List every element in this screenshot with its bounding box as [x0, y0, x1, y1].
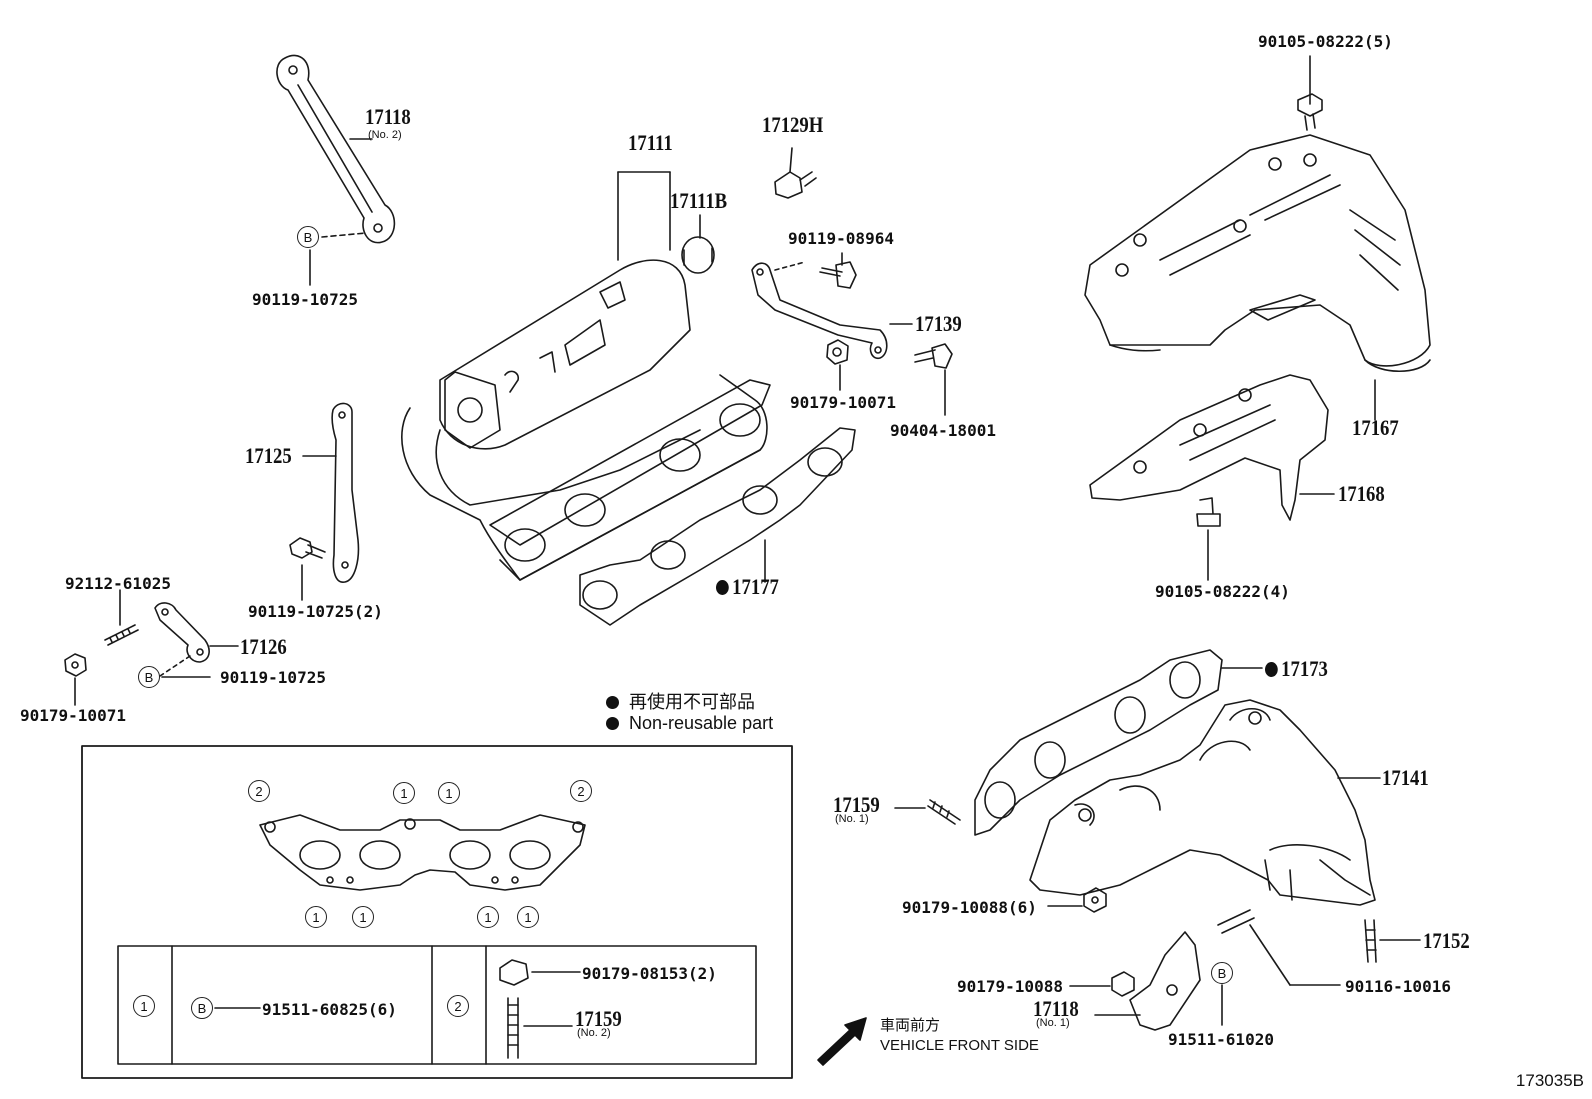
- front-side-en: VEHICLE FRONT SIDE: [880, 1037, 1039, 1054]
- table-marker-1: 1: [133, 995, 155, 1017]
- gasket-17173-drawing: [974, 649, 1223, 836]
- part-90116-10016-label[interactable]: 90116-10016: [1345, 977, 1451, 996]
- part-90119-10725-label[interactable]: 90119-10725: [252, 290, 358, 309]
- bolt-90119-10725-2-drawing: [289, 537, 326, 559]
- part-92112-61025-label[interactable]: 92112-61025: [65, 574, 171, 593]
- heat-insulator-17168-drawing: [1089, 374, 1329, 521]
- vehicle-front-arrow-icon: [817, 1017, 867, 1066]
- legend-dot-icon: [606, 717, 619, 730]
- part-17159-no2-label[interactable]: 17159: [575, 1006, 622, 1031]
- nut-90179-10071-left-drawing: [64, 653, 87, 677]
- bolt-90119-08964-drawing: [819, 261, 857, 289]
- part-91511-61020-label[interactable]: 91511-61020: [1168, 1030, 1274, 1049]
- b-marker: B: [297, 226, 319, 248]
- part-17173-number: 17173: [1281, 656, 1328, 681]
- nut-90179-10088-6-drawing: [1083, 887, 1107, 913]
- legend-en-text: Non-reusable part: [629, 713, 774, 733]
- intake-manifold-drawing: [401, 259, 771, 581]
- b-marker: B: [1211, 962, 1233, 984]
- part-17118-no2-sub: (No. 2): [368, 129, 402, 141]
- front-side-jp: 車両前方: [880, 1017, 941, 1034]
- leader-line: [774, 261, 806, 271]
- fitting-17129h-drawing: [774, 147, 817, 199]
- inset-marker: 1: [517, 906, 539, 928]
- part-17139-label[interactable]: 17139: [915, 311, 962, 336]
- nut-90179-10071-drawing: [826, 339, 849, 365]
- part-90119-08964-label[interactable]: 90119-08964: [788, 229, 894, 248]
- part-17141-label[interactable]: 17141: [1382, 765, 1429, 790]
- inset-marker: 1: [393, 782, 415, 804]
- part-17111-label[interactable]: 17111: [628, 130, 673, 155]
- part-17125-label[interactable]: 17125: [245, 443, 292, 468]
- bolt-90404-18001-drawing: [914, 343, 953, 369]
- part-17177-number: 17177: [732, 574, 779, 599]
- part-17118-no2-label[interactable]: 17118: [365, 104, 411, 129]
- stud-92112-61025-drawing: [104, 624, 139, 646]
- legend-jp: 再使用不可部品: [606, 688, 755, 714]
- part-90179-08153-2-label[interactable]: 90179-08153(2): [582, 964, 717, 983]
- part-17159-no2-sub: (No. 2): [577, 1027, 611, 1039]
- stud-17159-no1-drawing: [927, 799, 961, 825]
- legend-jp-text: 再使用不可部品: [629, 692, 755, 712]
- leader-line: [1249, 924, 1291, 986]
- stud-90116-10016-drawing: [1217, 909, 1255, 934]
- inset-marker: 1: [477, 906, 499, 928]
- part-90179-10071-label[interactable]: 90179-10071: [790, 393, 896, 412]
- stay-17118-no2-drawing: [276, 54, 396, 244]
- heat-insulator-17167-drawing: [1084, 134, 1431, 372]
- part-91511-60825-6-label[interactable]: 91511-60825(6): [262, 1000, 397, 1019]
- part-90119-10725-2-label[interactable]: 90119-10725(2): [248, 602, 383, 621]
- legend-dot-icon: [606, 696, 619, 709]
- b-marker: B: [191, 997, 213, 1019]
- part-90105-08222-5-label[interactable]: 90105-08222(5): [1258, 32, 1393, 51]
- part-17177-label[interactable]: 17177: [716, 574, 779, 600]
- leader-line: [321, 232, 367, 238]
- inset-marker: 2: [570, 780, 592, 802]
- non-reusable-dot-icon: [716, 580, 729, 595]
- inset-marker: 1: [438, 782, 460, 804]
- part-90105-08222-4-label[interactable]: 90105-08222(4): [1155, 582, 1290, 601]
- illustration-reference: 173035B: [1515, 1071, 1584, 1090]
- gasket-17177-drawing: [579, 427, 856, 626]
- stay-17125-drawing: [331, 402, 360, 583]
- nut-90179-10088-drawing: [1111, 971, 1135, 997]
- part-17159-no1-sub: (No. 1): [835, 813, 869, 825]
- hose-17139-drawing: [751, 262, 888, 360]
- bolt-90105-08222-4-drawing: [1196, 497, 1221, 527]
- legend-en: Non-reusable part: [606, 713, 773, 734]
- stay-17118-no1-drawing: [1129, 931, 1201, 1031]
- leader-line: [159, 655, 191, 677]
- exhaust-manifold-drawing: [1029, 699, 1376, 906]
- plug-17111b-drawing: [681, 236, 715, 274]
- part-17168-label[interactable]: 17168: [1338, 481, 1385, 506]
- part-90179-10071-b-label[interactable]: 90179-10071: [20, 706, 126, 725]
- bracket-17126-drawing: [154, 602, 210, 663]
- inset-marker: 2: [248, 780, 270, 802]
- part-17111b-label[interactable]: 17111B: [670, 188, 728, 213]
- inset-marker: 1: [305, 906, 327, 928]
- stud-17152-drawing: [1364, 919, 1377, 963]
- table-marker-2: 2: [447, 995, 469, 1017]
- non-reusable-dot-icon: [1265, 662, 1278, 677]
- inset-box: [81, 745, 793, 1079]
- part-17118-no1-label[interactable]: 17118: [1033, 996, 1079, 1021]
- part-17167-label[interactable]: 17167: [1352, 415, 1399, 440]
- part-90179-10088-6-label[interactable]: 90179-10088(6): [902, 898, 1037, 917]
- part-17118-no1-sub: (No. 1): [1036, 1017, 1070, 1029]
- inset-marker: 1: [352, 906, 374, 928]
- part-90179-10088-label[interactable]: 90179-10088: [957, 977, 1063, 996]
- part-90404-18001-label[interactable]: 90404-18001: [890, 421, 996, 440]
- part-90119-10725-b-label[interactable]: 90119-10725: [220, 668, 326, 687]
- b-marker: B: [138, 666, 160, 688]
- bolt-90105-08222-5-drawing: [1297, 93, 1323, 131]
- part-17159-no1-label[interactable]: 17159: [833, 792, 880, 817]
- part-17126-label[interactable]: 17126: [240, 634, 287, 659]
- part-17129h-label[interactable]: 17129H: [762, 112, 824, 137]
- part-17173-label[interactable]: 17173: [1265, 656, 1328, 682]
- part-17152-label[interactable]: 17152: [1423, 928, 1470, 953]
